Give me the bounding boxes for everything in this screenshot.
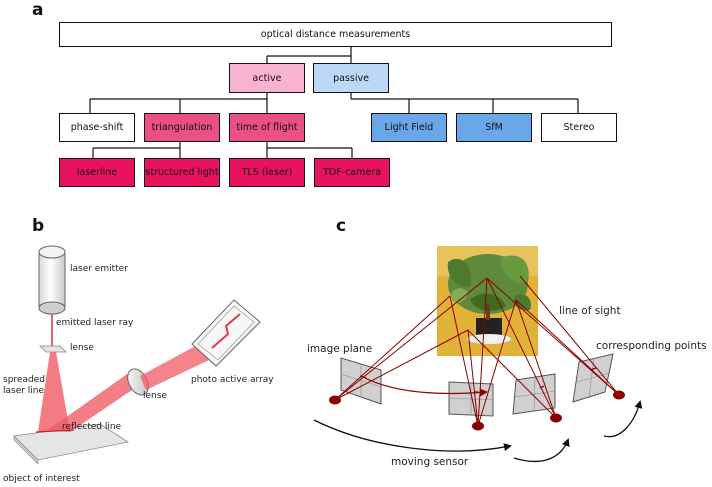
panel-letter-b: b <box>32 216 45 236</box>
node-triangulation: triangulation <box>144 113 220 142</box>
label-object-of-interest: object of interest <box>3 474 80 484</box>
node-light-field: Light Field <box>371 113 447 142</box>
image-plane-4 <box>572 353 614 403</box>
photo-active-array <box>191 299 261 367</box>
sensor-dot-1 <box>329 395 341 405</box>
label-laser-emitter: laser emitter <box>70 264 128 274</box>
node-time-of-flight: time of flight <box>229 113 305 142</box>
sensor-dot-3 <box>550 413 562 423</box>
panel-letter-a: a <box>32 0 44 20</box>
label-spreaded-laser-line: spreaded laser line <box>3 375 45 396</box>
label-corresponding-points: corresponding points <box>596 340 707 352</box>
node-tls-laser: TLS (laser) <box>229 158 305 187</box>
node-passive: passive <box>313 63 389 93</box>
label-moving-sensor: moving sensor <box>391 456 469 468</box>
node-stereo: Stereo <box>541 113 617 142</box>
lines-of-sight <box>334 275 620 427</box>
label-image-plane: image plane <box>307 343 373 355</box>
tree-connectors <box>89 47 579 158</box>
spreaded-laser-fan <box>38 352 70 432</box>
label-reflected-line: reflected line <box>62 422 122 432</box>
node-laserline: laserline <box>59 158 135 187</box>
panel-c-drawing <box>313 246 643 462</box>
laser-emitter-cylinder <box>38 245 66 315</box>
node-structured-light: structured light <box>144 158 220 187</box>
label-photo-active-array: photo active array <box>191 375 274 385</box>
node-active: active <box>229 63 305 93</box>
node-sfm: SfM <box>456 113 532 142</box>
panel-b-drawing <box>13 245 261 465</box>
node-optical-distance-measurements: optical distance measurements <box>59 22 612 47</box>
label-lense-side: lense <box>143 391 167 401</box>
corresponding-arrow <box>364 377 488 397</box>
sensor-positions <box>329 390 625 431</box>
panel-letter-c: c <box>336 216 347 236</box>
label-lense-top: lense <box>70 343 94 353</box>
moving-sensor-arrows <box>313 400 643 462</box>
reflected-beam <box>48 372 138 432</box>
plant-photo <box>437 246 538 356</box>
label-line-of-sight: line of sight <box>559 305 621 317</box>
node-tof-camera: TOF-camera <box>314 158 390 187</box>
label-emitted-laser-ray: emitted laser ray <box>56 318 134 328</box>
sensor-dot-4 <box>613 390 625 400</box>
node-phase-shift: phase-shift <box>59 113 135 142</box>
lense-top-plate <box>39 345 67 353</box>
sensor-dot-2 <box>472 421 484 431</box>
